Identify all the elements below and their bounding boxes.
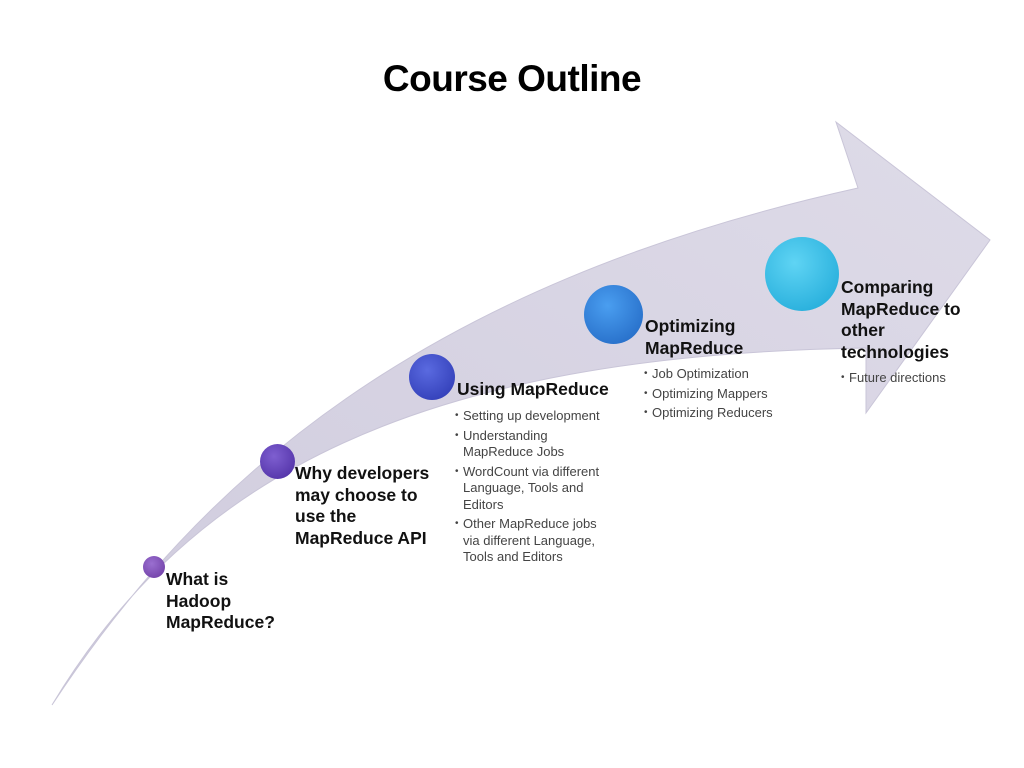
step-1-title: What is Hadoop MapReduce?	[166, 569, 275, 632]
step-2-title: Why developers may choose to use the Map…	[295, 463, 430, 548]
step-1-marker	[143, 556, 165, 578]
bullet-item: Setting up development	[455, 408, 615, 425]
step-3-title: Using MapReduce	[457, 379, 609, 399]
bullet-item: Future directions	[841, 370, 981, 387]
step-5-marker	[765, 237, 839, 311]
step-3-bullets: Setting up development Understanding Map…	[455, 408, 615, 569]
bullet-item: Other MapReduce jobs via different Langu…	[455, 516, 615, 566]
bullet-item: Understanding MapReduce Jobs	[455, 428, 615, 461]
bullet-item: Optimizing Reducers	[644, 405, 794, 422]
step-3-marker	[409, 354, 455, 400]
step-4-bullets: Job Optimization Optimizing Mappers Opti…	[644, 366, 794, 425]
step-5-title: Comparing MapReduce to other technologie…	[841, 277, 961, 362]
step-5-bullets: Future directions	[841, 370, 981, 390]
arrow-shape	[51, 120, 991, 706]
step-2-marker	[260, 444, 295, 479]
bullet-item: Job Optimization	[644, 366, 794, 383]
bullet-item: WordCount via different Language, Tools …	[455, 464, 615, 514]
step-4-title: Optimizing MapReduce	[645, 316, 744, 358]
page-title: Course Outline	[382, 58, 642, 99]
bullet-item: Optimizing Mappers	[644, 386, 794, 403]
step-4-marker	[584, 285, 643, 344]
